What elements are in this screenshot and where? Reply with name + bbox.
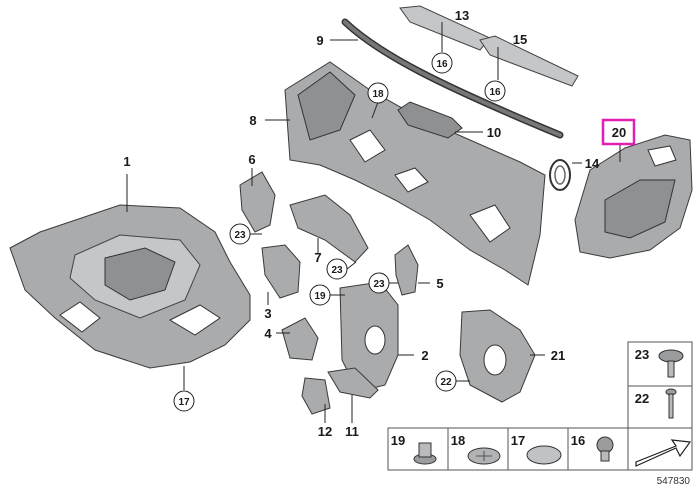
circled-17: 17: [178, 397, 190, 408]
callout-1: 1: [123, 154, 130, 169]
legend-18: 18: [451, 433, 465, 448]
callout-21: 21: [551, 348, 565, 363]
callout-6: 6: [248, 152, 255, 167]
legend-19: 19: [391, 433, 405, 448]
legend-16: 16: [571, 433, 585, 448]
cap-17-icon: [526, 445, 562, 465]
callout-4: 4: [264, 326, 272, 341]
callout-7: 7: [314, 250, 321, 265]
part-8-firewall-panel[interactable]: [284, 61, 546, 286]
callout-8: 8: [249, 113, 256, 128]
callout-11: 11: [345, 424, 359, 439]
part-4-bracket[interactable]: [281, 317, 319, 361]
part-2-side-panel[interactable]: [339, 281, 399, 393]
part-20-insulation-mat[interactable]: [574, 134, 693, 259]
callout-12: 12: [318, 424, 332, 439]
screw-23-icon: [658, 349, 684, 378]
callout-3: 3: [264, 306, 271, 321]
circled-18: 18: [372, 89, 384, 100]
circled-23c: 23: [373, 279, 385, 290]
circled-16a: 16: [436, 59, 448, 70]
part-21-side-panel[interactable]: [459, 309, 536, 403]
catalog-number: 547830: [657, 476, 691, 487]
part-13-cowl-cover[interactable]: [399, 5, 491, 51]
plug-18-icon: [467, 447, 501, 465]
legend-17: 17: [511, 433, 525, 448]
callout-2: 2: [421, 348, 428, 363]
fastener-legend-right: 23 22: [627, 341, 693, 429]
circled-23b: 23: [331, 265, 343, 276]
legend-23: 23: [635, 347, 649, 362]
legend-22: 22: [635, 391, 649, 406]
part-10-insulation-pad[interactable]: [397, 101, 463, 139]
part-5-bracket[interactable]: [394, 244, 419, 296]
part-11-strip[interactable]: [327, 367, 379, 399]
circled-16b: 16: [489, 87, 501, 98]
part-3-bracket[interactable]: [261, 244, 301, 299]
callout-14: 14: [585, 156, 600, 171]
part-1-underbody-shield[interactable]: [9, 204, 251, 369]
nut-16-icon: [596, 436, 614, 462]
part-14-grommet[interactable]: [549, 159, 571, 191]
direction-arrow-icon: [635, 439, 692, 467]
part-15-cowl-cover[interactable]: [479, 35, 579, 87]
circled-19: 19: [314, 291, 326, 302]
fastener-legend-bottom: 19 18 17 16: [387, 427, 693, 471]
circled-23a: 23: [234, 230, 246, 241]
callout-9: 9: [316, 33, 323, 48]
callout-13: 13: [455, 8, 469, 23]
pin-22-icon: [665, 388, 677, 419]
part-12-bracket[interactable]: [301, 377, 331, 415]
callout-10: 10: [487, 125, 501, 140]
callout-numbers: 1 2 3 4 5 6 7 8 9 10 11 12 13 14 15 21: [123, 8, 600, 439]
leader-lines: [126, 22, 621, 423]
circled-22: 22: [440, 377, 452, 388]
callout-15: 15: [513, 32, 527, 47]
clip-19-icon: [413, 442, 437, 465]
part-7-panel[interactable]: [289, 194, 369, 263]
part-9-seal-strip[interactable]: [341, 18, 564, 139]
callout-20: 20: [612, 125, 626, 140]
part-6-bracket[interactable]: [239, 171, 276, 233]
callout-5: 5: [436, 276, 443, 291]
callout-20-highlighted[interactable]: 20: [601, 118, 636, 146]
circled-callouts: 16 16 17 18 19 22 23 23 23: [173, 52, 506, 412]
